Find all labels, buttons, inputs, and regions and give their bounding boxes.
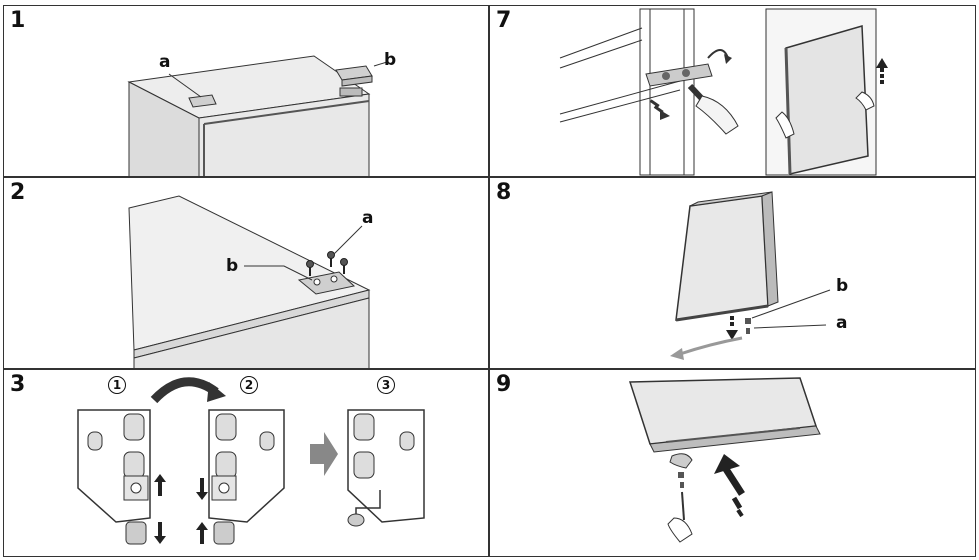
step-9-number: 9	[496, 372, 512, 397]
step-8-illustration	[670, 191, 831, 360]
step-1-label-b: b	[384, 50, 397, 70]
step-9-panel: 9	[489, 369, 976, 557]
step-8-number: 8	[496, 180, 512, 205]
step-1-number: 1	[10, 8, 26, 33]
step-3-substep-2: 2	[240, 376, 258, 394]
step-2-label-b: b	[226, 256, 239, 276]
step-2-label-a: a	[362, 208, 374, 228]
step-2-number: 2	[10, 180, 26, 205]
step-3-substep-1: 1	[108, 376, 126, 394]
step-1-label-a: a	[159, 52, 171, 72]
step-7-panel: 7	[489, 5, 976, 177]
step-3-number: 3	[10, 372, 26, 397]
step-9-illustration	[628, 377, 821, 543]
step-7-illustration	[559, 8, 888, 176]
step-1-illustration	[127, 55, 388, 176]
step-3-substep-3: 3	[377, 376, 395, 394]
step-3-panel: 3 1 2 3	[3, 369, 489, 557]
step-2-panel: 2 a b	[3, 177, 489, 369]
step-8-label-a: a	[836, 313, 848, 333]
step-1-panel: 1 a b	[3, 5, 489, 177]
step-8-label-b: b	[836, 276, 849, 296]
step-3-illustration	[77, 377, 425, 545]
step-7-number: 7	[496, 8, 512, 33]
step-2-illustration	[128, 195, 371, 368]
step-8-panel: 8 b a	[489, 177, 976, 369]
